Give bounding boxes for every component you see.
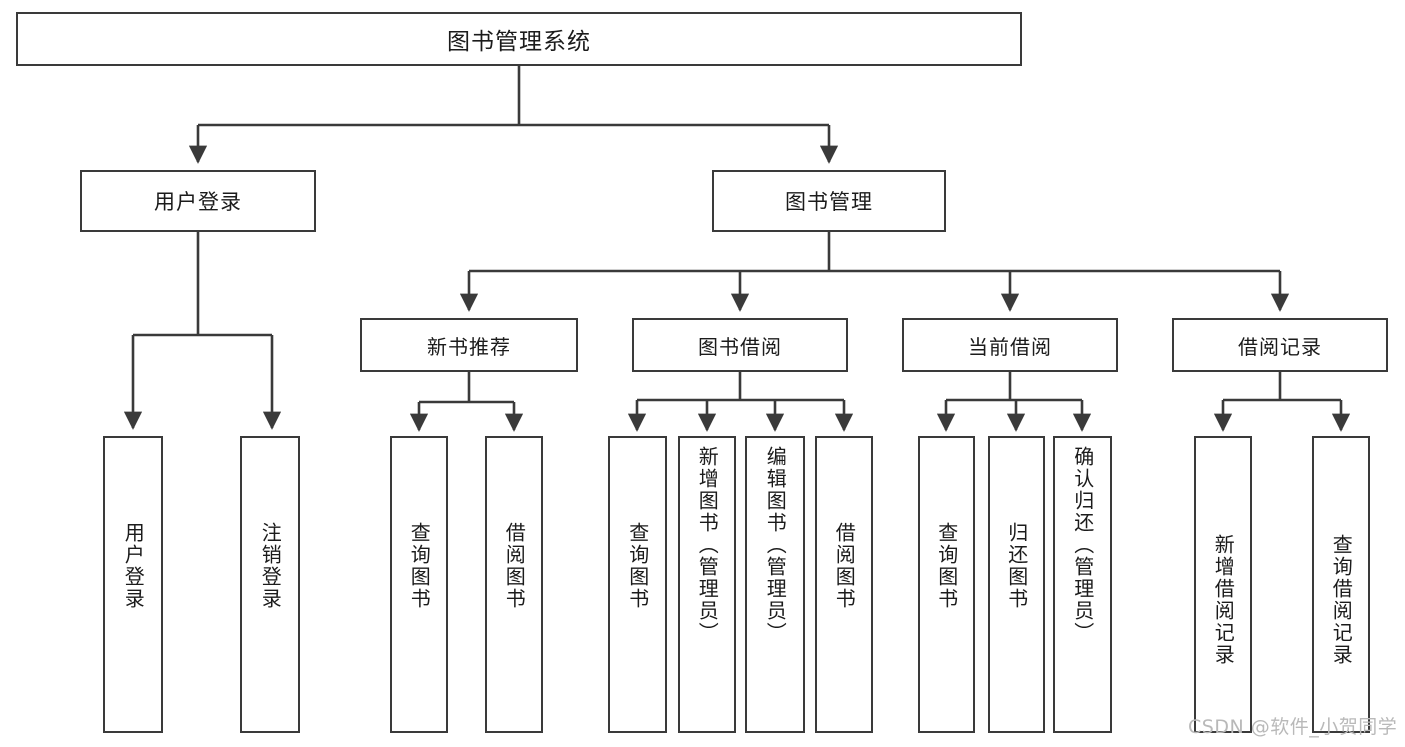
- node-borrow-record[interactable]: 借阅记录: [1172, 318, 1388, 372]
- node-leaf-borrow-book[interactable]: 借阅图书: [815, 436, 873, 733]
- node-book-management-label: 图书管理: [785, 190, 873, 214]
- node-leaf-add-borrow-record[interactable]: 新增借阅记录: [1194, 436, 1252, 733]
- node-leaf-add-book-admin-label: 新增图书（管理员）: [695, 446, 720, 644]
- node-leaf-borrow-book-recommend-label: 借阅图书: [502, 522, 527, 610]
- node-leaf-confirm-return-admin-label: 确认归还（管理员）: [1070, 446, 1095, 644]
- node-current-borrow-label: 当前借阅: [968, 334, 1052, 359]
- node-leaf-return-book[interactable]: 归还图书: [988, 436, 1045, 733]
- node-new-book-recommend-label: 新书推荐: [427, 334, 511, 359]
- node-user-login[interactable]: 用户登录: [80, 170, 316, 232]
- node-leaf-add-book-admin[interactable]: 新增图书（管理员）: [678, 436, 736, 733]
- node-user-login-label: 用户登录: [154, 190, 242, 214]
- node-leaf-query-borrow-record[interactable]: 查询借阅记录: [1312, 436, 1370, 733]
- node-book-management[interactable]: 图书管理: [712, 170, 946, 232]
- node-leaf-logout[interactable]: 注销登录: [240, 436, 300, 733]
- node-borrow-record-label: 借阅记录: [1238, 334, 1322, 359]
- node-root-label: 图书管理系统: [447, 29, 591, 55]
- csdn-watermark: CSDN @软件_小贺同学: [1188, 716, 1398, 738]
- node-leaf-query-book-borrow-label: 查询图书: [625, 522, 650, 610]
- node-leaf-user-login-label: 用户登录: [121, 522, 146, 610]
- node-root-book-management-system[interactable]: 图书管理系统: [16, 12, 1022, 66]
- node-leaf-query-borrow-record-label: 查询借阅记录: [1329, 534, 1354, 666]
- node-leaf-user-login[interactable]: 用户登录: [103, 436, 163, 733]
- node-leaf-borrow-book-recommend[interactable]: 借阅图书: [485, 436, 543, 733]
- node-leaf-add-borrow-record-label: 新增借阅记录: [1211, 534, 1236, 666]
- node-book-borrow[interactable]: 图书借阅: [632, 318, 848, 372]
- node-leaf-query-book-borrow[interactable]: 查询图书: [608, 436, 667, 733]
- node-leaf-query-book-current-label: 查询图书: [934, 522, 959, 610]
- node-book-borrow-label: 图书借阅: [698, 334, 782, 359]
- node-current-borrow[interactable]: 当前借阅: [902, 318, 1118, 372]
- node-leaf-return-book-label: 归还图书: [1004, 522, 1029, 610]
- node-leaf-edit-book-admin-label: 编辑图书（管理员）: [763, 446, 788, 644]
- node-leaf-borrow-book-label: 借阅图书: [832, 522, 857, 610]
- node-leaf-logout-label: 注销登录: [258, 522, 283, 610]
- node-new-book-recommend[interactable]: 新书推荐: [360, 318, 578, 372]
- node-leaf-edit-book-admin[interactable]: 编辑图书（管理员）: [745, 436, 805, 733]
- node-leaf-confirm-return-admin[interactable]: 确认归还（管理员）: [1053, 436, 1112, 733]
- node-leaf-query-book-current[interactable]: 查询图书: [918, 436, 975, 733]
- node-leaf-query-book-recommend-label: 查询图书: [407, 522, 432, 610]
- node-leaf-query-book-recommend[interactable]: 查询图书: [390, 436, 448, 733]
